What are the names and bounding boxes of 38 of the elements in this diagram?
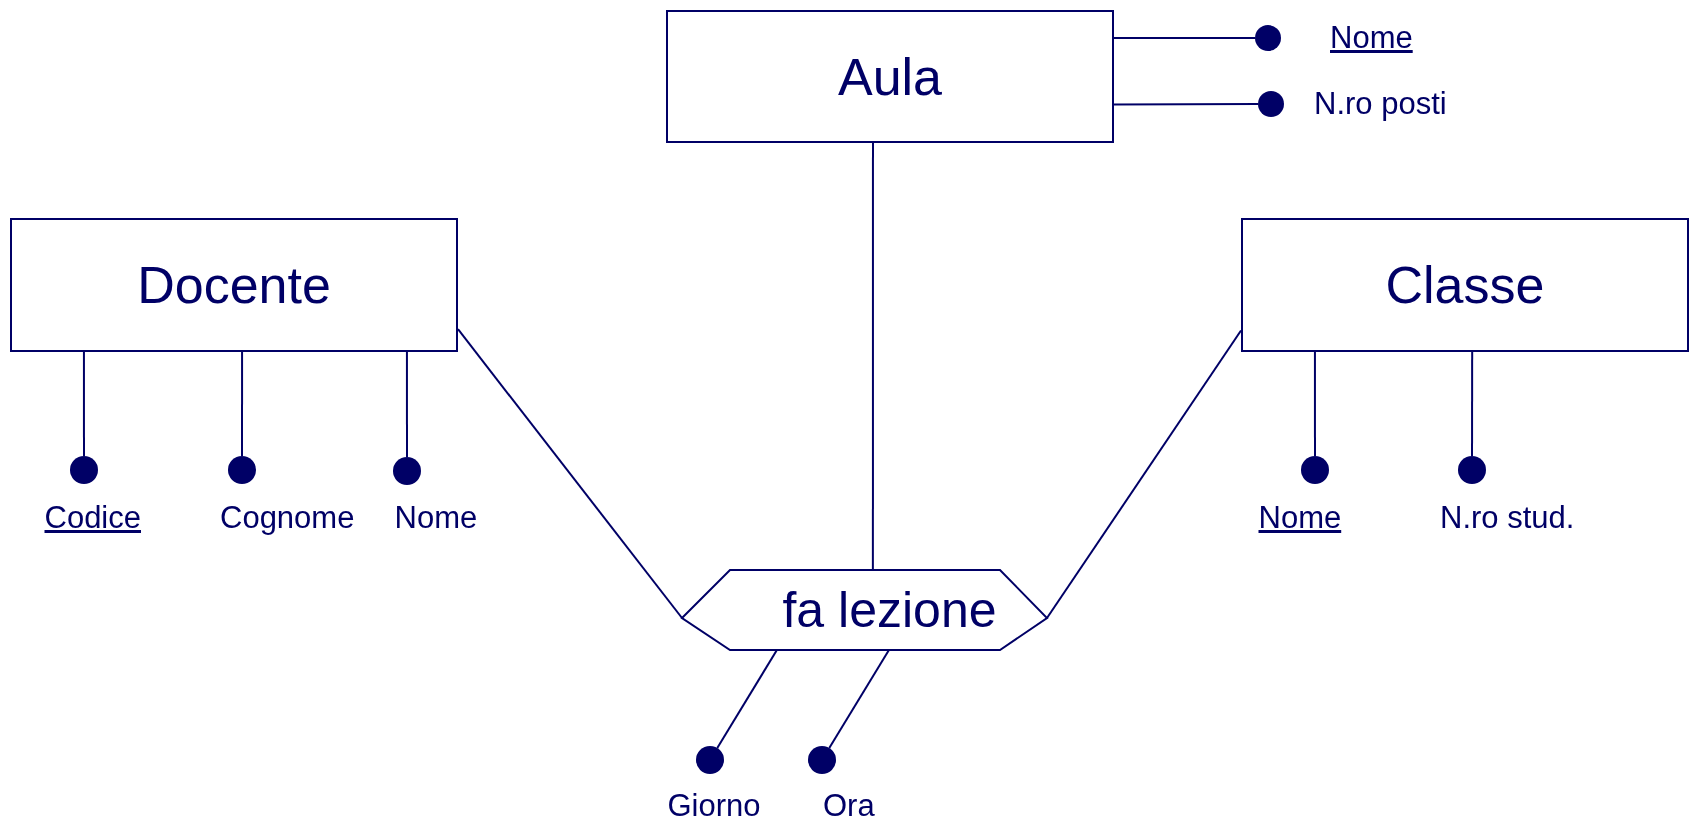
attribute-name: Nome <box>1258 500 1342 536</box>
entity-box <box>1241 218 1689 352</box>
attribute-name: Ora <box>823 788 875 820</box>
relationship-name: fa lezione <box>782 581 997 639</box>
attribute-name: Cognome <box>220 500 355 536</box>
connector-line <box>1113 36 1256 39</box>
entity-box <box>666 10 1114 143</box>
connector-line <box>241 351 244 457</box>
attribute-name: N.ro posti <box>1314 86 1447 122</box>
entity-name: Aula <box>837 46 943 107</box>
connector-line <box>457 328 683 619</box>
attribute-name: Nome <box>1330 20 1413 56</box>
attribute-dot <box>393 457 421 485</box>
connector-line <box>716 649 778 750</box>
attribute-dot <box>1258 91 1284 117</box>
connector-line <box>82 351 85 457</box>
attribute-dot <box>1301 456 1329 484</box>
entity-name: Classe <box>1385 255 1545 315</box>
connector-line <box>1471 351 1474 457</box>
connector-line <box>405 351 408 458</box>
attribute-name: Nome <box>394 500 478 536</box>
connector-line <box>1313 351 1316 457</box>
attribute-dot <box>696 746 724 774</box>
attribute-dot <box>70 456 98 484</box>
connector-line <box>1113 103 1259 106</box>
connector-line <box>871 142 874 571</box>
attribute-dot <box>1458 456 1486 484</box>
attribute-name: N.ro stud. <box>1440 500 1575 536</box>
attribute-dot <box>1255 25 1281 51</box>
attribute-dot <box>228 456 256 484</box>
entity-name: Docente <box>137 255 331 315</box>
attribute-dot <box>808 746 836 774</box>
relationship-hexagon <box>682 570 1047 650</box>
connector-line <box>1046 329 1242 619</box>
connector-line <box>828 649 890 750</box>
attribute-name: Codice <box>44 500 141 536</box>
entity-box <box>10 218 458 352</box>
attribute-name: Giorno <box>667 788 761 820</box>
